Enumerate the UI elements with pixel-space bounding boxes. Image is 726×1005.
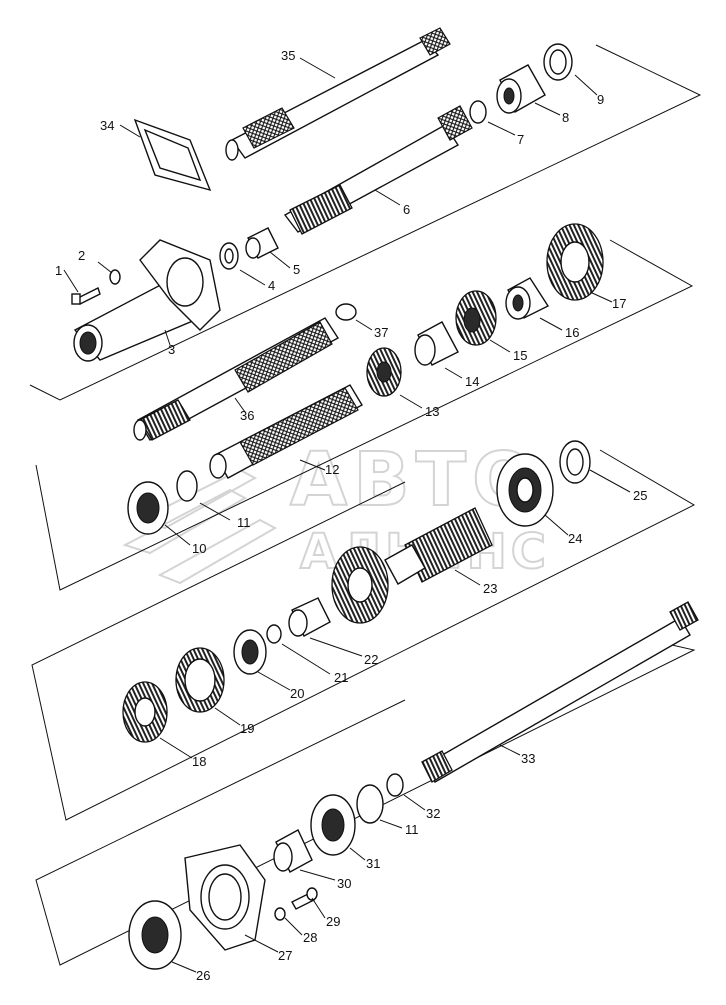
group-frames — [29, 44, 702, 966]
part-17-gear — [546, 223, 604, 301]
part-12-shaft — [209, 384, 363, 479]
part-23-gear-shaft — [331, 507, 493, 624]
callout-labels: 1 2 3 4 5 6 7 8 9 10 11 11 12 13 14 15 1… — [55, 48, 647, 983]
part-27-cover — [184, 844, 266, 951]
part-11-circlip — [176, 470, 198, 502]
callout-11a: 11 — [237, 515, 251, 530]
part-15-gear — [455, 290, 497, 346]
callout-7: 7 — [517, 132, 524, 147]
part-28-washer — [274, 907, 286, 921]
callout-35: 35 — [281, 48, 295, 63]
callout-28: 28 — [303, 930, 317, 945]
callout-27: 27 — [278, 948, 292, 963]
callout-36: 36 — [240, 408, 254, 423]
callout-32: 32 — [426, 806, 440, 821]
callout-22: 22 — [364, 652, 378, 667]
part-6-shaft — [283, 105, 473, 235]
part-10-bearing — [127, 481, 169, 535]
part-13-gear — [366, 347, 402, 397]
part-8-bearing — [496, 64, 546, 114]
part-14-sleeve — [414, 321, 459, 366]
callout-17: 17 — [612, 296, 626, 311]
part-26-bearing — [128, 900, 182, 970]
callout-31: 31 — [366, 856, 380, 871]
part-21-circlip — [266, 624, 282, 644]
part-30-sleeve — [273, 829, 313, 873]
callout-37: 37 — [374, 325, 388, 340]
callout-19: 19 — [240, 721, 254, 736]
part-9-ring — [543, 43, 573, 81]
part-29-bolt — [291, 887, 318, 910]
callout-34: 34 — [100, 118, 114, 133]
part-5-sleeve — [245, 227, 279, 259]
svg-text:АВТО: АВТО — [290, 437, 541, 523]
callout-26: 26 — [196, 968, 210, 983]
callout-30: 30 — [337, 876, 351, 891]
part-20-bearing — [233, 629, 267, 675]
part-32-washer — [386, 773, 404, 797]
callout-16: 16 — [565, 325, 579, 340]
callout-4: 4 — [268, 278, 275, 293]
callout-3: 3 — [168, 342, 175, 357]
part-19-synchro-ring — [175, 647, 225, 713]
part-33-shaft — [421, 601, 699, 783]
part-18-gear — [122, 681, 168, 743]
part-2-washer — [109, 269, 121, 285]
callout-15: 15 — [513, 348, 527, 363]
part-36-shaft — [133, 317, 339, 441]
part-35-shaft — [225, 27, 451, 161]
part-1-bolt — [71, 287, 101, 305]
part-22-sleeve — [288, 597, 331, 637]
callout-12: 12 — [325, 462, 339, 477]
callout-29: 29 — [326, 914, 340, 929]
callout-20: 20 — [290, 686, 304, 701]
callout-24: 24 — [568, 531, 582, 546]
callout-6: 6 — [403, 202, 410, 217]
callout-1: 1 — [55, 263, 62, 278]
callout-18: 18 — [192, 754, 206, 769]
callout-23: 23 — [483, 581, 497, 596]
callout-10: 10 — [192, 541, 206, 556]
part-24-bearing — [496, 453, 554, 527]
callout-2: 2 — [78, 248, 85, 263]
callout-33: 33 — [521, 751, 535, 766]
callout-14: 14 — [465, 374, 479, 389]
part-11b-circlip — [356, 784, 384, 824]
callout-11b: 11 — [405, 822, 419, 837]
callout-8: 8 — [562, 110, 569, 125]
part-34-gasket — [133, 118, 212, 192]
part-4-washer — [219, 242, 239, 270]
part-25-ring — [559, 440, 591, 484]
part-7-circlip — [469, 100, 487, 124]
callout-25: 25 — [633, 488, 647, 503]
callout-13: 13 — [425, 404, 439, 419]
leader-lines — [63, 57, 631, 973]
part-31-bearing — [310, 794, 356, 856]
callout-5: 5 — [293, 262, 300, 277]
part-16-bearing — [505, 277, 550, 320]
callout-9: 9 — [597, 92, 604, 107]
part-37-bushing — [335, 303, 357, 321]
callout-21: 21 — [334, 670, 348, 685]
part-3-housing — [73, 239, 221, 362]
